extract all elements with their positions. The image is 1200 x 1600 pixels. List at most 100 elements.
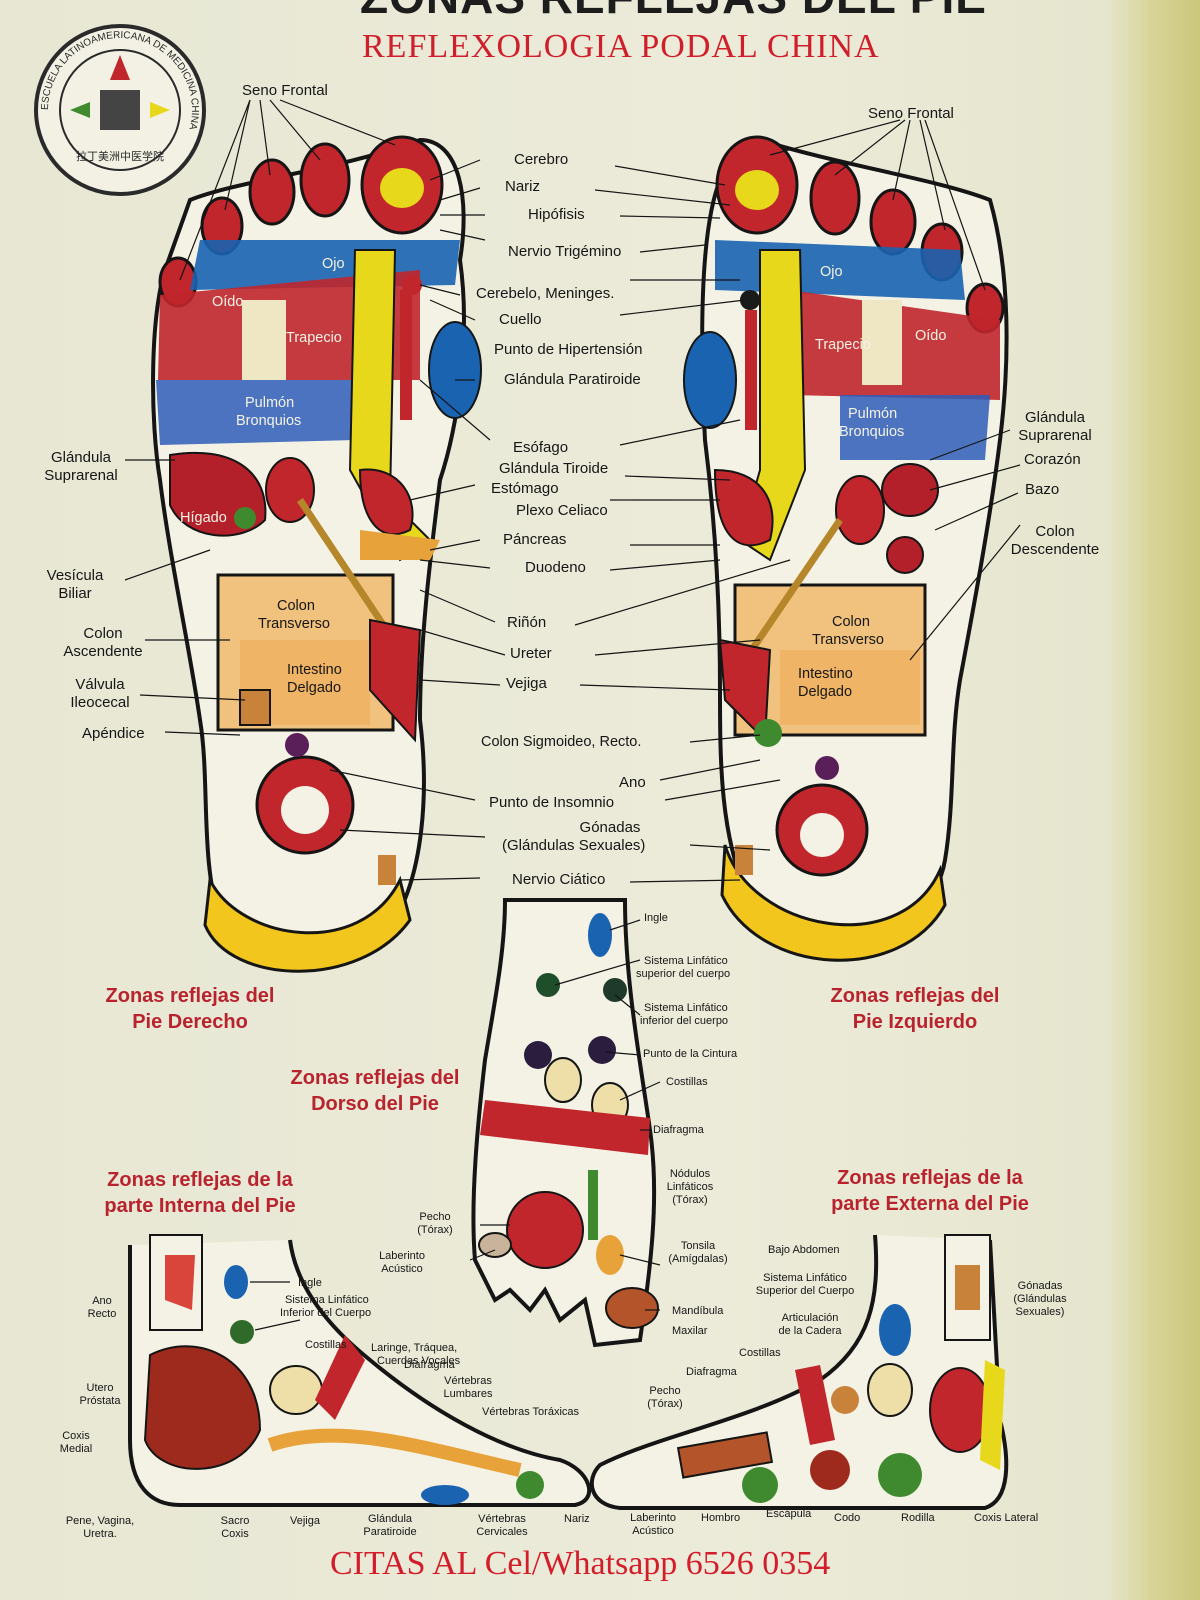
label-outer-laberinto-2: Acústico — [632, 1525, 674, 1537]
label-outer-gonadas-2: (Glándulas — [1013, 1293, 1067, 1305]
label-apendice: Apéndice — [82, 725, 145, 742]
label-duodeno: Duodeno — [525, 559, 586, 576]
label-inner-linf-1: Sistema Linfático — [285, 1294, 369, 1306]
label-dorsum-linf-sup-1: Sistema Linfático — [644, 955, 728, 967]
label-dorsum-tonsila-2: (Amígdalas) — [668, 1253, 728, 1265]
inner-side-diagram — [128, 1234, 592, 1507]
title-outer-1: Zonas reflejas de la — [837, 1167, 1023, 1189]
label-inner-pene-2: Uretra. — [83, 1528, 117, 1540]
title-inner-2: parte Interna del Pie — [104, 1195, 296, 1217]
label-ojo-left: Ojo — [820, 264, 843, 280]
label-inner-diafragma: Diafragma — [404, 1359, 455, 1371]
label-inner-coxis-2: Medial — [59, 1443, 93, 1455]
label-inner-pene-1: Pene, Vagina, — [65, 1515, 135, 1527]
label-pulmon-right: Pulmón — [245, 395, 295, 411]
label-colon-asc-2: Ascendente — [63, 643, 143, 660]
label-inner-ingle: Ingle — [298, 1277, 322, 1289]
label-corazon: Corazón — [1024, 451, 1081, 468]
label-outer-hombro: Hombro — [701, 1512, 741, 1524]
label-ureter: Ureter — [510, 645, 552, 662]
label-delgado-left: Delgado — [798, 684, 853, 700]
label-nervio-ciatico: Nervio Ciático — [512, 871, 606, 888]
label-rinon: Riñón — [507, 614, 547, 631]
label-dorsum-pecho-2: (Tórax) — [417, 1224, 453, 1236]
label-vesicula-1: Vesícula — [46, 567, 104, 584]
label-inner-paratiroide-1: Glándula — [367, 1513, 413, 1525]
label-hipofisis: Hipófisis — [528, 206, 585, 223]
label-delgado-right: Delgado — [287, 680, 342, 696]
label-dorsum-nodulos-2: Linfáticos — [666, 1181, 714, 1193]
label-dorsum-laberinto-1: Laberinto — [379, 1250, 425, 1262]
label-inner-laringe-2: Cuerdas Vocales — [377, 1355, 461, 1367]
label-inner-sacro-1: Sacro — [220, 1515, 250, 1527]
label-estomago: Estómago — [491, 480, 559, 497]
label-oido-right: Oído — [212, 294, 244, 310]
label-inner-lumbares-2: Lumbares — [443, 1388, 493, 1400]
dorsum-diagram — [471, 898, 659, 1348]
label-punto-insomnio: Punto de Insomnio — [489, 794, 615, 811]
school-seal-logo: ESCUELA LATINOAMERICANA DE MEDICINA CHIN… — [34, 24, 206, 196]
title-dorsum-2: Dorso del Pie — [311, 1093, 439, 1115]
label-inner-coxis-1: Coxis — [62, 1430, 90, 1442]
label-cuello: Cuello — [499, 311, 542, 328]
wall-strip — [1148, 0, 1200, 1600]
label-dorsum-tonsila-1: Tonsila — [680, 1240, 716, 1252]
left-toe-2 — [809, 160, 861, 236]
label-valvula-1: Válvula — [75, 676, 125, 693]
label-dorsum-costillas: Costillas — [666, 1076, 708, 1088]
label-dorsum-maxilar: Maxilar — [672, 1325, 708, 1337]
label-outer-cadera-1: Articulación — [781, 1312, 839, 1324]
label-cerebelo-meninges: Cerebelo, Meninges. — [476, 285, 615, 302]
label-intestino-left: Intestino — [798, 666, 853, 682]
label-outer-gonadas-1: Gónadas — [1017, 1280, 1063, 1292]
label-dorsum-linf-inf-2: inferior del cuerpo — [640, 1015, 729, 1027]
label-dorsum-ingle: Ingle — [644, 912, 668, 924]
right-foot-diagram — [151, 135, 482, 973]
label-pulmon-left: Pulmón — [848, 406, 898, 422]
label-dorsum-linf-sup-2: superior del cuerpo — [636, 968, 731, 980]
label-nariz: Nariz — [505, 178, 541, 195]
label-suprarenal-left-1: Glándula — [1024, 409, 1086, 426]
label-dorsum-pecho-1: Pecho — [419, 1211, 451, 1223]
label-bronquios-left: Bronquios — [839, 424, 905, 440]
label-inner-utero-2: Próstata — [79, 1395, 121, 1407]
left-foot-diagram — [683, 135, 1009, 962]
right-toe-2 — [299, 142, 351, 218]
label-higado: Hígado — [180, 510, 227, 526]
seal-inner-text: 拉丁美洲中医学院 — [76, 149, 164, 163]
label-vejiga: Vejiga — [506, 675, 547, 692]
label-ano: Ano — [619, 774, 646, 791]
label-outer-linf-1: Sistema Linfático — [763, 1272, 847, 1284]
label-outer-pecho-1: Pecho — [649, 1385, 681, 1397]
subtitle: REFLEXOLOGIA PODAL CHINA — [362, 28, 880, 65]
label-intestino-right: Intestino — [287, 662, 342, 678]
label-valvula-2: Ileocecal — [70, 694, 130, 711]
label-dorsum-nodulos-3: (Tórax) — [672, 1194, 708, 1206]
label-outer-costillas: Costillas — [739, 1347, 781, 1359]
leader-lines — [124, 99, 1021, 1331]
title-left-foot-1: Zonas reflejas del — [830, 985, 1000, 1007]
label-inner-utero-1: Utero — [86, 1382, 114, 1394]
title-inner-1: Zonas reflejas de la — [107, 1169, 293, 1191]
label-glandula-paratiroide: Glándula Paratiroide — [504, 371, 641, 388]
label-colon-desc-2: Descendente — [1010, 541, 1100, 558]
label-outer-laberinto-1: Laberinto — [630, 1512, 676, 1524]
title-right-foot-1: Zonas reflejas del — [105, 985, 275, 1007]
label-colon-right: Colon — [277, 598, 315, 614]
label-inner-vejiga: Vejiga — [290, 1515, 320, 1527]
label-suprarenal-right-2: Suprarenal — [44, 467, 118, 484]
label-dorsum-mandibula: Mandíbula — [672, 1305, 724, 1317]
label-cerebro: Cerebro — [514, 151, 569, 168]
label-seno-frontal-left: Seno Frontal — [868, 105, 954, 122]
label-dorsum-laberinto-2: Acústico — [381, 1263, 423, 1275]
label-colon-desc-1: Colon — [1035, 523, 1075, 540]
label-transverso-left: Transverso — [812, 632, 884, 648]
label-inner-ano-1: Ano — [92, 1295, 112, 1307]
right-toe-3 — [248, 158, 296, 226]
label-outer-cadera-2: de la Cadera — [778, 1325, 842, 1337]
label-transverso-right: Transverso — [258, 616, 330, 632]
label-outer-escapula: Escápula — [766, 1508, 812, 1520]
label-esofago: Esófago — [513, 439, 569, 456]
label-dorsum-diafragma: Diafragma — [653, 1124, 704, 1136]
label-inner-toraxicas: Vértebras Toráxicas — [482, 1406, 580, 1418]
